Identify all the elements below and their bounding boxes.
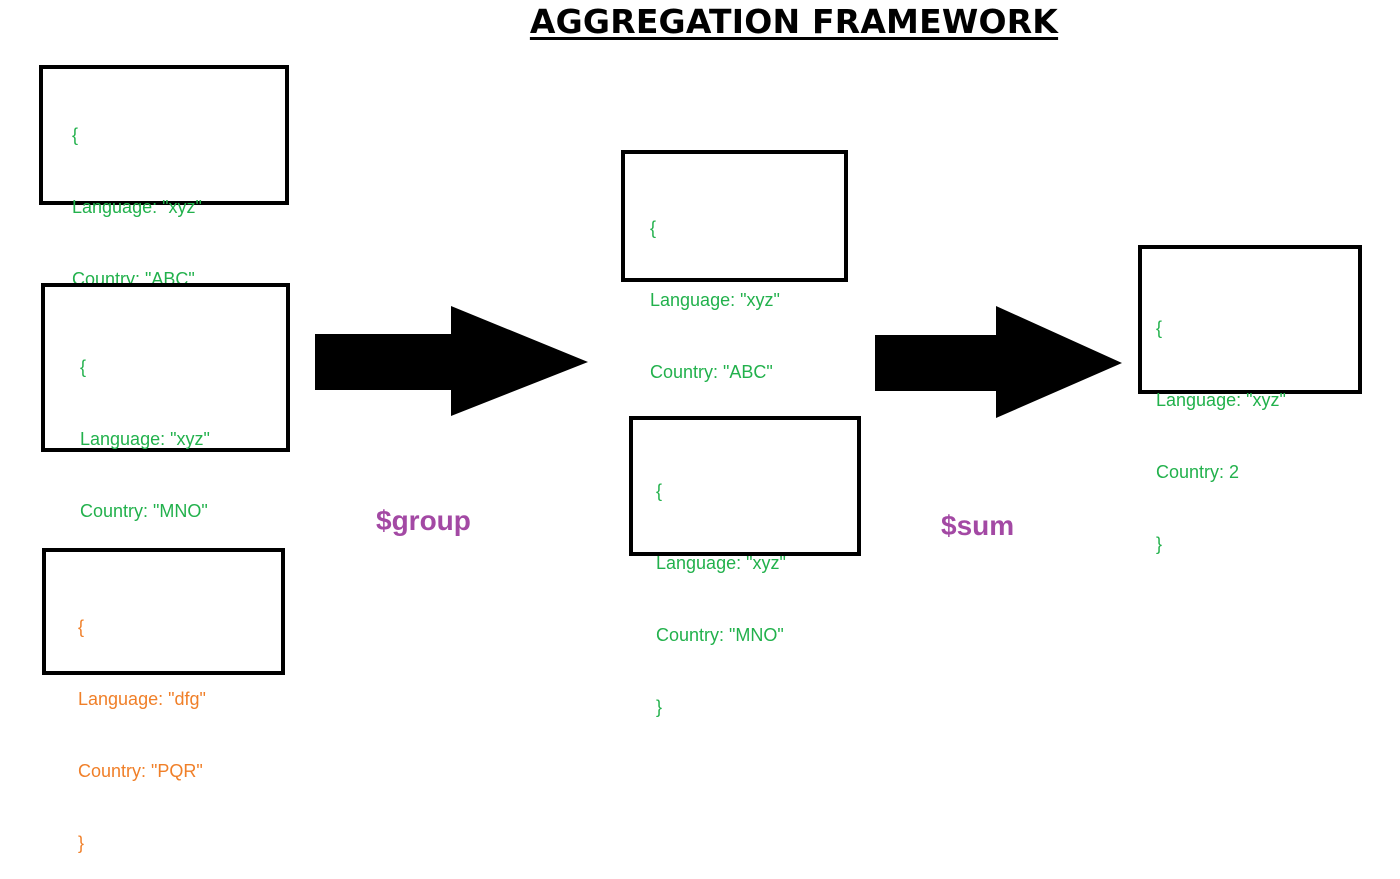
grouped-document-1 [621,150,848,282]
doc-line: Language: "xyz" [650,290,780,310]
doc-line: Language: "xyz" [1156,390,1286,410]
doc-line: Country: "MNO" [80,501,208,521]
diagram-title: AGGREGATION FRAMEWORK [529,2,1059,41]
input-document-2 [41,283,290,452]
doc-line: { [1156,318,1163,338]
doc-line: Country: "MNO" [656,625,784,645]
doc-line: Language: "dfg" [78,689,206,709]
doc-line: } [78,833,85,853]
result-document-text: { Language: "xyz" Country: 2 } [1156,268,1286,580]
doc-line: Country: 2 [1156,462,1240,482]
input-document-3 [42,548,285,675]
grouped-document-2 [629,416,861,556]
result-document [1138,245,1362,394]
doc-line: Country: "PQR" [78,761,203,781]
doc-line: } [1156,534,1163,554]
doc-line: Country: "ABC" [650,362,773,382]
input-document-3-text: { Language: "dfg" Country: "PQR" } [78,567,206,879]
doc-line: } [656,697,663,717]
doc-line: Language: "xyz" [80,429,210,449]
doc-line: { [72,125,79,145]
doc-line: { [78,617,85,637]
right-arrow-icon [315,306,588,416]
doc-line: Language: "xyz" [656,553,786,573]
grouped-document-2-text: { Language: "xyz" Country: "MNO" } [656,431,786,743]
doc-line: { [656,481,663,501]
doc-line: { [650,218,657,238]
doc-line: Language: "xyz" [72,197,202,217]
group-stage-label: $group [376,505,471,536]
input-document-1 [39,65,289,205]
doc-line: { [80,357,87,377]
sum-stage-label: $sum [941,510,1015,541]
right-arrow-icon [875,306,1122,418]
grouped-document-1-text: { Language: "xyz" Country: "ABC" } [650,168,780,480]
